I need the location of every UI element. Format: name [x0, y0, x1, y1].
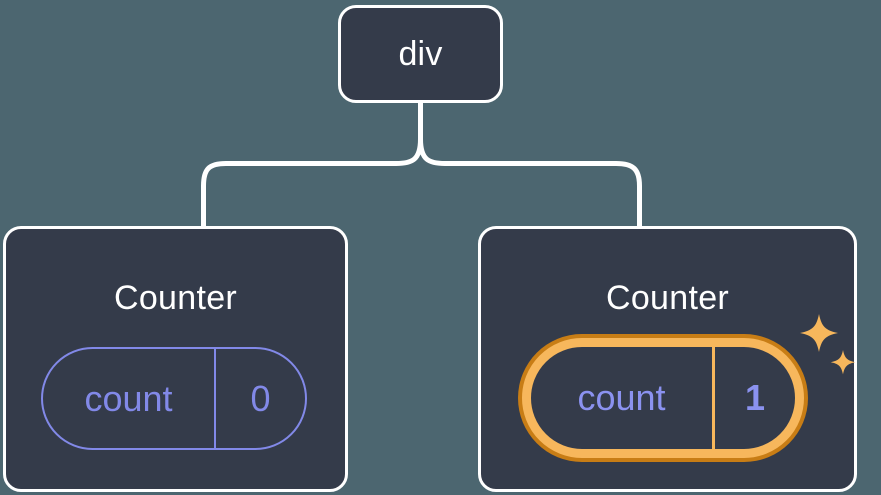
node-div-label: div — [398, 35, 443, 73]
node-counter-left-label: Counter — [113, 279, 238, 317]
state-key-left: count — [43, 349, 216, 448]
state-key-right: count — [531, 347, 715, 449]
state-value-right: 1 — [744, 377, 766, 418]
connector-split-left — [226, 138, 423, 166]
state-pill-right[interactable]: count 1 — [518, 334, 808, 462]
state-pill-right-inner: count 1 — [522, 338, 804, 458]
node-counter-right-label: Counter — [605, 279, 730, 317]
state-value-left: 0 — [250, 377, 271, 419]
connector-drop-left — [201, 161, 227, 229]
state-pill-left-body: count 0 — [41, 347, 307, 450]
state-pill-left[interactable]: count 0 — [41, 347, 307, 450]
state-pill-right-body: count 1 — [518, 334, 808, 462]
connector-drop-right — [615, 161, 642, 229]
connector-split-right — [418, 138, 616, 166]
node-div[interactable]: div — [338, 5, 503, 103]
